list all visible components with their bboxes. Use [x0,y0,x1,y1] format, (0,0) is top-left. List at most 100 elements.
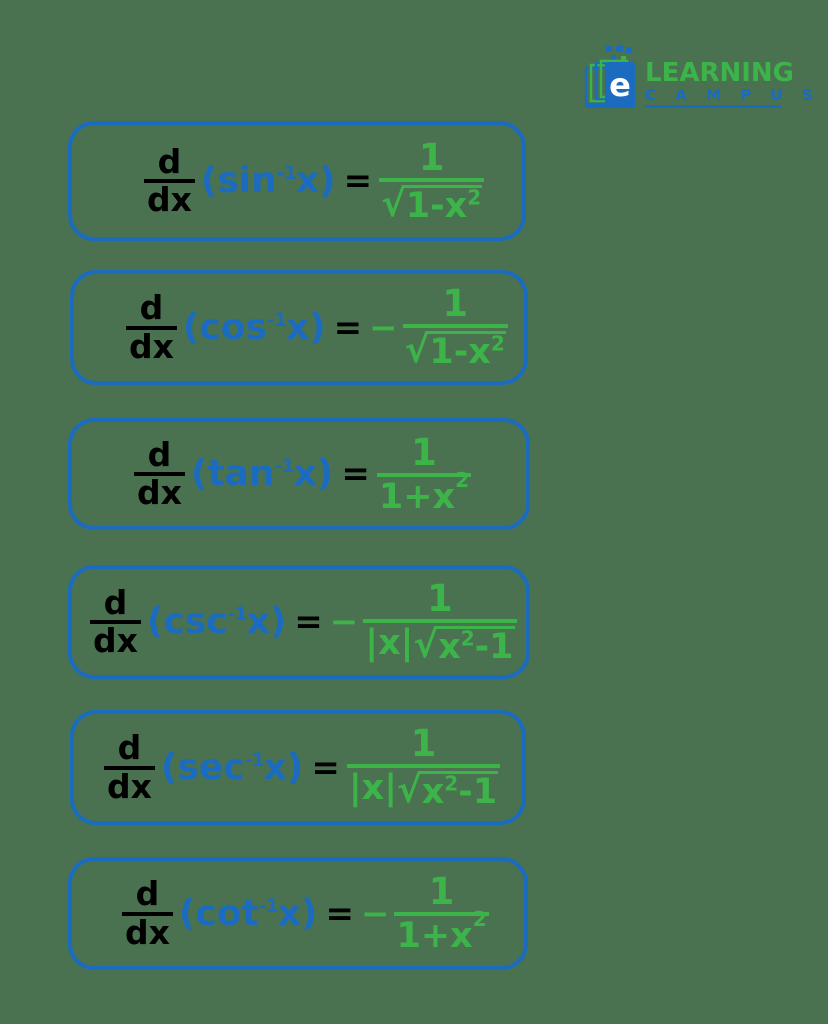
operator-fraction-bar [122,911,173,916]
equals-sign: = [343,161,373,201]
svg-text:e: e [609,66,631,104]
operator-denominator: dx [129,326,174,366]
function-variable: x) [293,453,334,494]
function-name: (sin [200,160,277,201]
operator-numerator: d [117,728,142,768]
function-expression: (cos-1x) [183,306,326,348]
formula-expression: d dx (sin-1x) = 1 √1-x2 [144,135,485,224]
operator-fraction-bar [134,472,185,476]
logo-book-stack-icon: e [583,44,647,110]
operator-fraction-bar [90,620,141,624]
result-fraction: 1 |x|√x2-1 [363,580,517,667]
radicand-body: 1-x [405,185,468,226]
operator-fraction-bar [144,179,195,183]
function-variable: x) [277,892,318,934]
function-expression: (csc-1x) [147,604,286,640]
operator-denominator: dx [93,621,138,660]
equals-sign: = [294,602,323,642]
operator-denominator: dx [147,180,192,219]
logo-underline [645,105,781,108]
function-name: (tan [190,453,275,494]
operator-denominator: dx [125,912,170,952]
absolute-value: |x| [348,768,398,808]
fraction-bar [402,324,508,328]
radicand-body: x [438,626,461,667]
radical: √x2-1 [413,625,515,667]
radical: √1-x2 [381,181,483,226]
function-name: (sec [160,746,245,788]
radicand: x2-1 [436,625,515,667]
radicand: x2-1 [419,771,499,812]
formula-card-arcsin: d dx (sin-1x) = 1 √1-x2 [68,121,526,241]
radicand-exponent: 2 [490,331,505,356]
derivative-operator: d dx [90,582,141,660]
logo-campus-text: C A M P U S [645,86,820,104]
fraction-bar [376,472,471,477]
function-expression: (tan-1x) [191,456,333,492]
fraction-denominator: √1-x2 [379,182,484,224]
fraction-numerator: 1 [411,430,437,474]
fraction-numerator: 1 [428,870,455,913]
formula-card-arcsec: d dx (sec-1x) = 1 |x|√x2-1 [70,710,526,825]
result-fraction: 1 |x|√x2-1 [346,722,501,812]
operator-numerator: d [147,434,172,474]
operator-denominator: dx [137,473,182,512]
formula-expression: d dx (sec-1x) = 1 |x|√x2-1 [104,722,501,812]
radical: √1-x2 [405,331,506,370]
function-exponent: -1 [276,162,297,184]
negative-sign: − [369,307,398,348]
function-name: (cot [178,892,259,934]
operator-numerator: d [139,288,164,328]
function-expression: (cot-1x) [178,892,318,934]
radicand-suffix: -1 [474,626,514,667]
equals-sign: = [333,307,363,348]
formula-expression: d dx (cos-1x) = − 1 √1-x2 [126,285,508,370]
radical-sign-icon: √ [404,328,430,371]
radicand-body: x [421,772,445,812]
formula-expression: d dx (csc-1x) = − 1 |x|√x2-1 [90,580,517,665]
radicand-exponent: 2 [444,771,459,796]
fraction-bar [363,618,517,623]
function-variable: x) [285,306,326,348]
function-expression: (sec-1x) [160,746,304,788]
radical-sign-icon: √ [381,181,406,225]
fraction-numerator: 1 [442,282,469,325]
function-exponent: -1 [274,455,295,477]
formula-card-arccos: d dx (cos-1x) = − 1 √1-x2 [70,270,528,385]
equals-sign: = [325,893,354,934]
operator-denominator: dx [107,766,152,806]
negative-sign: − [329,602,359,642]
equals-sign: = [311,747,340,788]
equals-sign: = [341,454,370,494]
operator-fraction-bar [126,325,177,330]
result-fraction: 1 √1-x2 [379,135,485,224]
operator-fraction-bar [104,765,155,770]
radical-sign-icon: √ [397,768,422,811]
derivative-operator: d dx [104,728,155,806]
fraction-numerator: 1 [410,722,437,765]
operator-numerator: d [103,582,128,622]
fraction-bar [379,177,485,182]
function-name: (csc [146,601,228,642]
fraction-numerator: 1 [418,135,445,179]
function-variable: x) [295,160,336,201]
derivative-operator: d dx [144,145,195,219]
radicand-exponent: 2 [460,625,475,650]
fraction-bar [394,912,489,916]
logo-wordmark: LEARNING C A M P U S [645,60,820,110]
result-fraction: 1 √1-x2 [402,282,508,370]
function-expression: (sin-1x) [201,163,336,199]
function-variable: x) [263,746,304,788]
function-exponent: -1 [227,603,247,625]
denominator-body: 1+x [396,916,473,956]
derivative-operator: d dx [126,288,177,366]
